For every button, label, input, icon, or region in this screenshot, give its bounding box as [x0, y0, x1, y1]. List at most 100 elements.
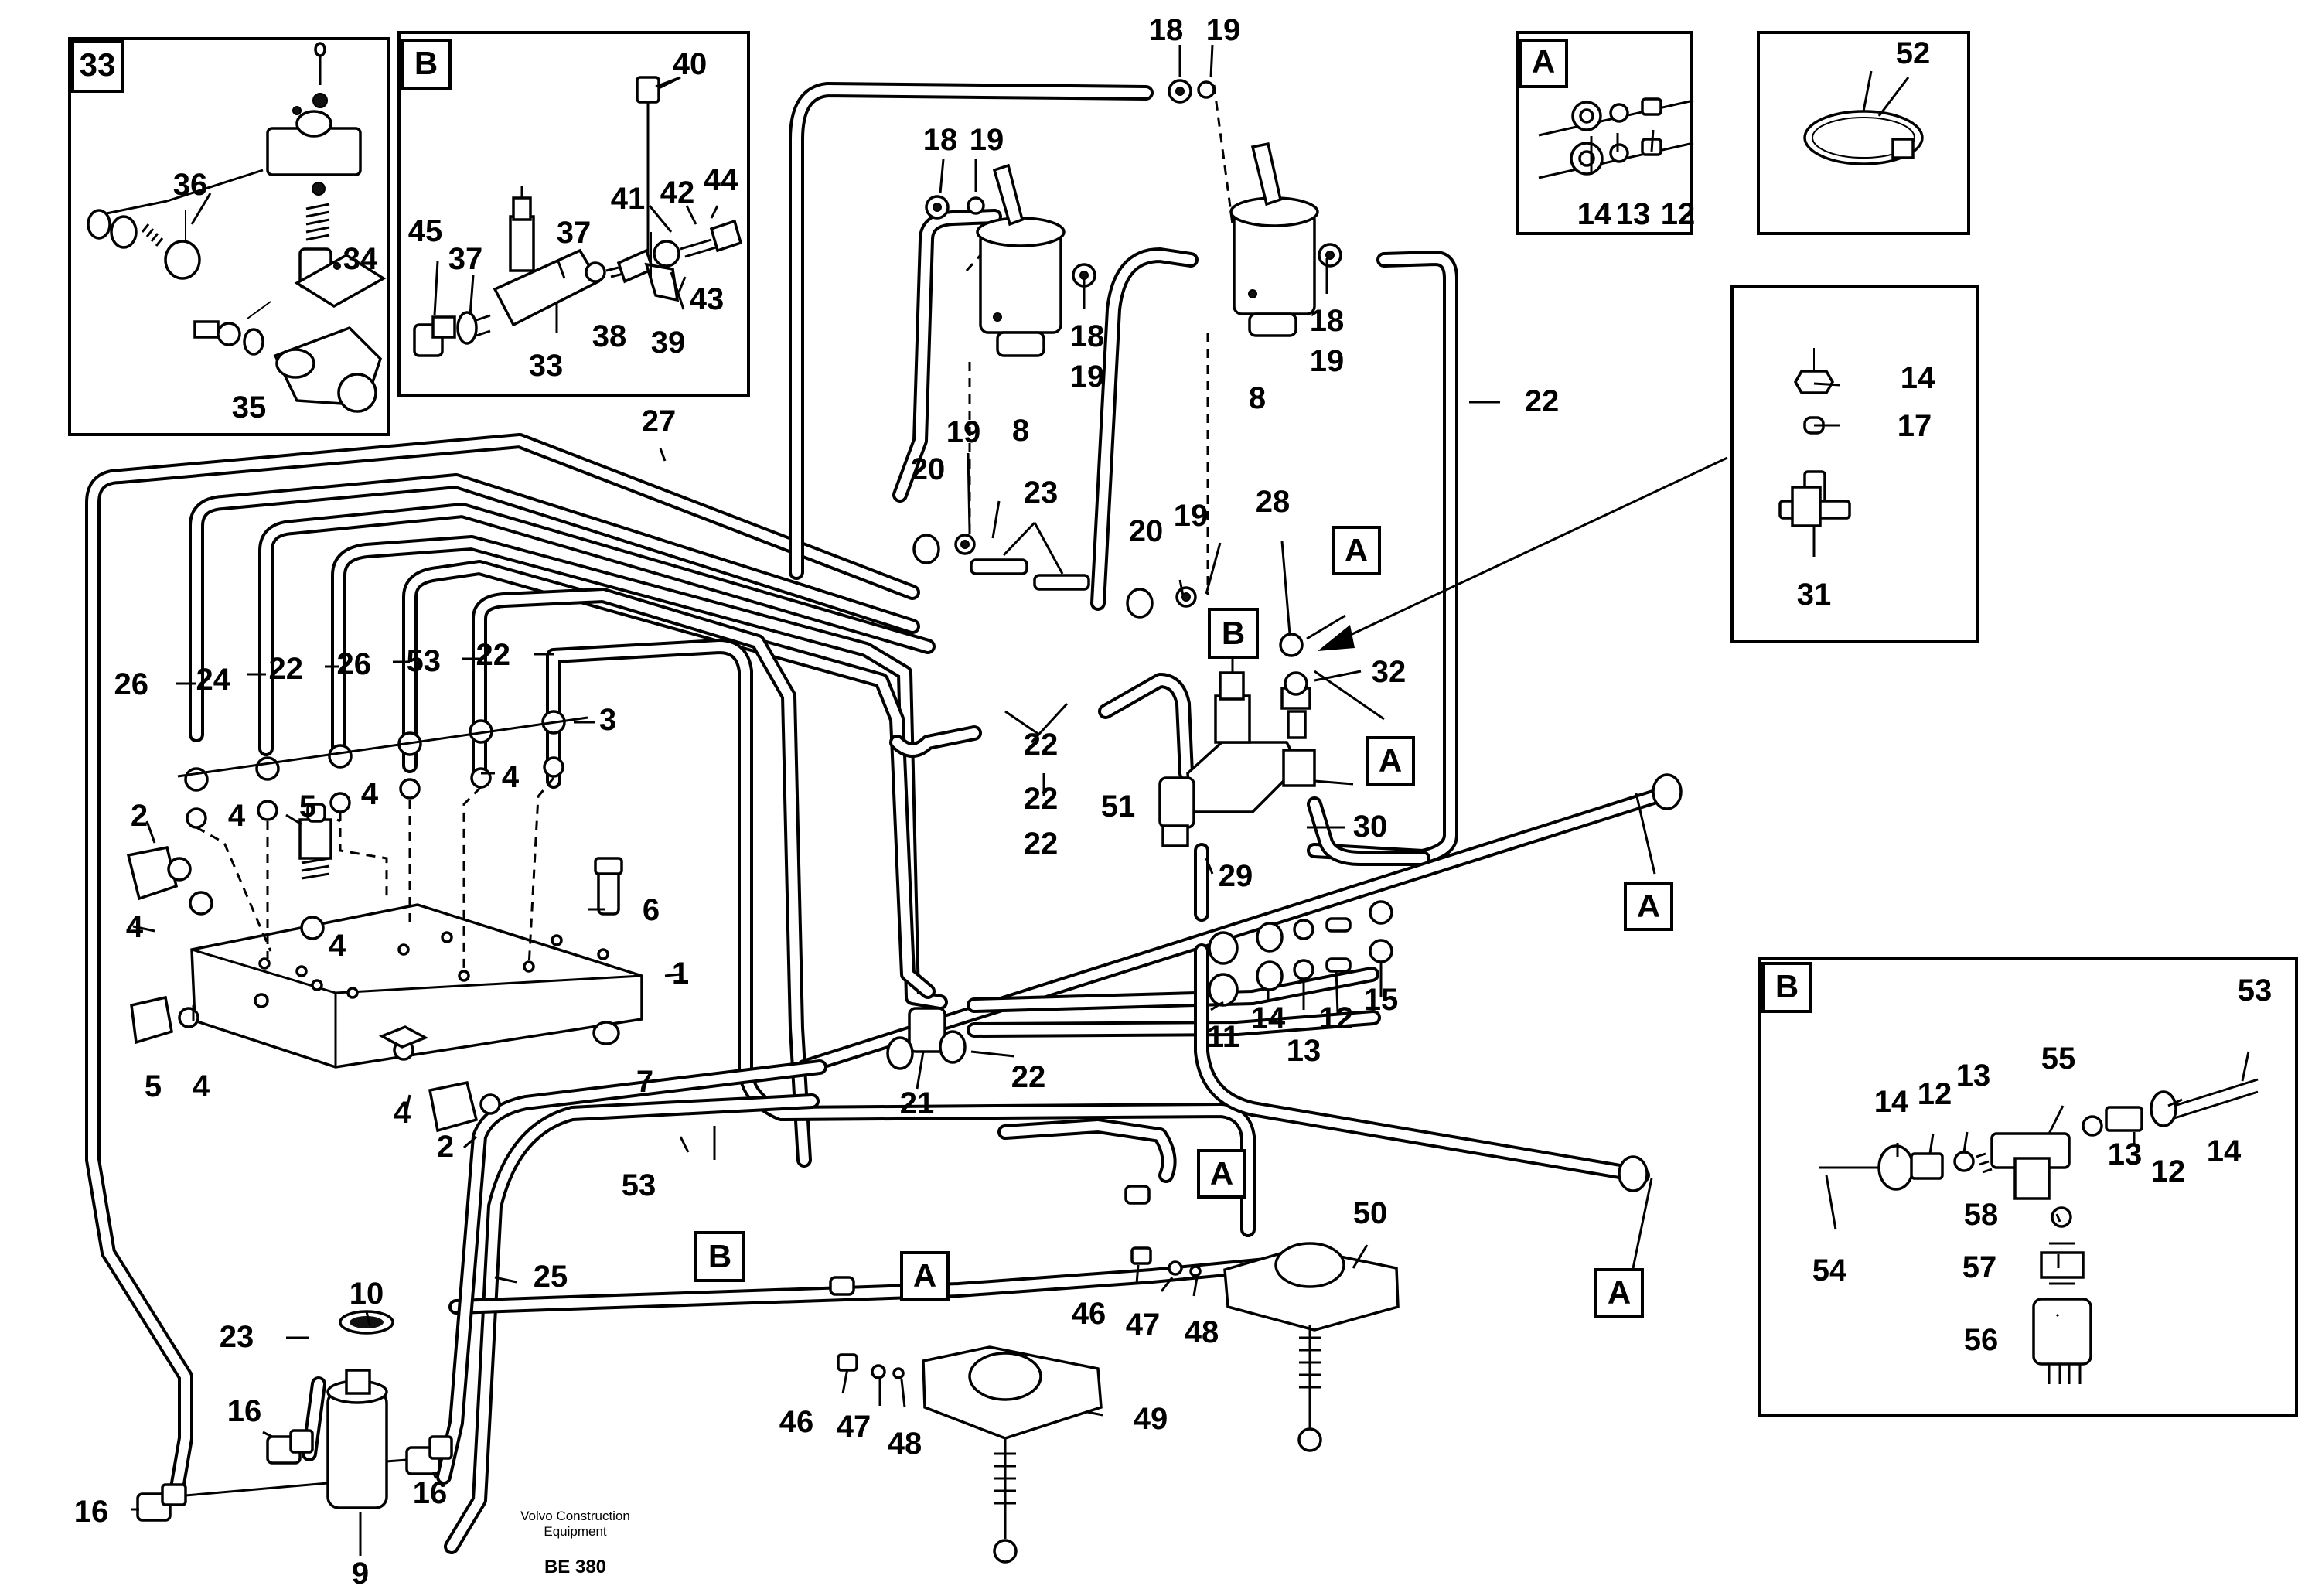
label-l53b: 53 [622, 1168, 656, 1202]
label-l14a: 14 [1251, 1001, 1286, 1035]
label-l48a: 48 [888, 1427, 922, 1461]
pipe-p-mid-b-inner [970, 1013, 1378, 1035]
pipe-p25-inner [439, 1062, 824, 1482]
label-l19b: 19 [970, 123, 1004, 157]
label-l46a: 46 [779, 1405, 814, 1439]
pipe-p19-inner [895, 212, 999, 500]
label-l1: 1 [672, 957, 689, 991]
label-l45: 45 [408, 214, 443, 248]
label-l20a: 20 [911, 452, 946, 486]
label-l16a: 16 [227, 1394, 262, 1428]
pipe-p22b-inner [334, 538, 945, 1007]
label-l47b: 47 [1126, 1308, 1161, 1342]
pipe-p25-outline [436, 1059, 827, 1485]
label-l52: 52 [1896, 36, 1931, 70]
label-l19a: 19 [1206, 13, 1241, 47]
label-l18b: 18 [923, 123, 958, 157]
reference-box-ref-a-4: A [1210, 1155, 1233, 1192]
label-l8a: 8 [1012, 414, 1029, 448]
label-l55: 55 [2041, 1042, 2076, 1076]
label-b-detail-tag: B [414, 45, 438, 81]
label-l8b: 8 [1249, 381, 1266, 415]
label-l4f: 4 [193, 1069, 210, 1103]
footer-brand-line2: Equipment [544, 1524, 607, 1539]
label-l12b: 12 [1661, 197, 1696, 231]
pipe-p26a-inner [192, 476, 917, 739]
pipe-p22f-inner [892, 728, 979, 755]
label-l23b: 23 [220, 1320, 254, 1354]
label-l13d: 13 [2108, 1137, 2143, 1171]
label-l16b: 16 [74, 1495, 109, 1529]
reference-box-ref-a-3: A [1637, 888, 1660, 924]
pipe-p-bot-a-inner [1197, 946, 1647, 1180]
label-l19f: 19 [1174, 499, 1209, 533]
reference-box-ref-b-1: B [1222, 615, 1245, 651]
label-l13a: 13 [1287, 1034, 1321, 1068]
footer-brand-line1: Volvo Construction [520, 1509, 630, 1523]
label-l18a: 18 [1149, 13, 1184, 47]
label-l5a: 5 [299, 789, 316, 824]
label-l2a: 2 [131, 799, 148, 833]
label-l42: 42 [660, 176, 695, 210]
label-l12c: 12 [1918, 1077, 1952, 1111]
label-l29: 29 [1219, 859, 1253, 893]
label-l50: 50 [1353, 1196, 1388, 1230]
reference-box-ref-a-2: A [1379, 742, 1402, 779]
pipe-p30-inner [1310, 800, 1427, 863]
label-l24: 24 [196, 663, 231, 697]
label-l12d: 12 [2151, 1154, 2186, 1188]
label-l4c: 4 [361, 777, 379, 811]
tee-fittings [592, 1007, 1151, 1296]
label-l13c: 13 [1956, 1059, 1991, 1093]
label-l3: 3 [599, 703, 616, 737]
label-l22d: 22 [1024, 728, 1059, 762]
reference-box-ref-a-6: A [1608, 1274, 1631, 1311]
pipe-p18-inner [792, 85, 1151, 577]
label-l19c: 19 [1070, 360, 1105, 394]
detail-a-hardware [1538, 97, 1694, 179]
label-l56: 56 [1964, 1323, 1999, 1357]
label-l58: 58 [1964, 1198, 1999, 1232]
label-l4d: 4 [502, 760, 520, 794]
label-l35: 35 [232, 390, 267, 425]
pipe-p53a-inner [475, 591, 809, 1165]
pipe-p-mid-a-inner [970, 970, 1376, 1010]
label-l22g: 22 [1011, 1060, 1046, 1094]
label-l4a: 4 [126, 910, 144, 944]
pipe-p51-inner [1101, 676, 1211, 793]
label-l4b: 4 [228, 799, 246, 833]
label-33-detail-tag: 33 [80, 46, 116, 83]
label-l7: 7 [636, 1065, 653, 1099]
label-l22e: 22 [1024, 782, 1059, 816]
label-l41: 41 [611, 182, 646, 216]
pipe-p24-inner [261, 506, 933, 753]
label-l14b: 14 [1577, 197, 1612, 231]
label-l18d: 18 [1310, 304, 1345, 338]
label-l2b: 2 [437, 1130, 454, 1164]
label-l19e: 19 [946, 415, 981, 449]
label-l5b: 5 [145, 1069, 162, 1103]
label-l39: 39 [651, 326, 686, 360]
label-l30: 30 [1353, 810, 1388, 844]
label-l53a: 53 [407, 644, 442, 678]
label-l47a: 47 [837, 1410, 871, 1444]
label-l14c: 14 [1901, 361, 1935, 395]
label-l20b: 20 [1129, 514, 1164, 548]
label-l17: 17 [1898, 409, 1932, 443]
reference-boxes [694, 526, 1673, 1318]
label-l46b: 46 [1072, 1297, 1106, 1331]
label-l19d: 19 [1310, 344, 1345, 378]
main-pipework [85, 82, 1673, 1554]
label-b-detail2-tag: B [1775, 968, 1799, 1004]
label-l15: 15 [1364, 983, 1399, 1017]
label-l21: 21 [900, 1086, 935, 1120]
brake-valve-9 [136, 1310, 453, 1522]
label-l57: 57 [1962, 1250, 1997, 1284]
label-l48b: 48 [1185, 1315, 1219, 1349]
label-l16c: 16 [413, 1476, 448, 1510]
right-fittings [1208, 773, 1683, 1192]
detail-b-sensor-tee [1819, 1078, 2259, 1384]
footer-brand: Volvo Construction Equipment BE 380 [520, 1509, 630, 1577]
label-l13b: 13 [1616, 197, 1651, 231]
